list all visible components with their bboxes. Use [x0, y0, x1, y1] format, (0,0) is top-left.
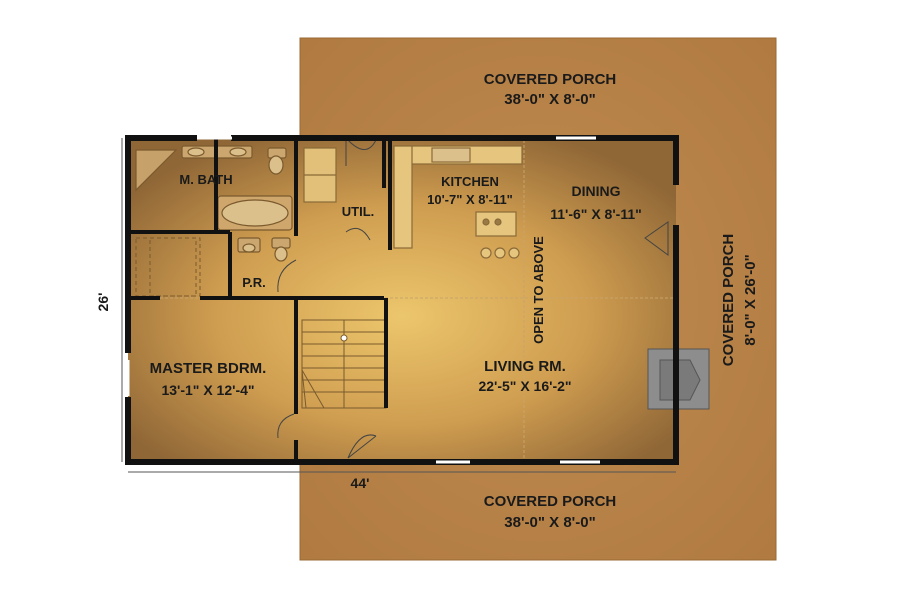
staircase — [301, 319, 387, 409]
master-bath-label: M. BATH — [179, 172, 232, 187]
master-bedroom-size: 13'-1" X 12'-4" — [161, 382, 254, 398]
dining-size: 11'-6" X 8'-11" — [550, 206, 642, 222]
top-porch-label: COVERED PORCH — [484, 71, 617, 88]
kitchen-label: KITCHEN — [441, 174, 499, 189]
bottom-porch-size: 38'-0" X 8'-0" — [504, 514, 595, 531]
depth-dimension: 26' — [95, 293, 111, 312]
open-to-above-label: OPEN TO ABOVE — [531, 236, 546, 344]
right-porch-label: COVERED PORCH — [720, 234, 737, 367]
dining-label: DINING — [572, 183, 621, 199]
living-room-label: LIVING RM. — [484, 358, 566, 375]
util-label: UTIL. — [342, 204, 375, 219]
kitchen-fixtures — [393, 145, 523, 259]
bottom-porch-label: COVERED PORCH — [484, 493, 617, 510]
width-dimension: 44' — [351, 475, 370, 491]
right-porch-size: 8'-0" X 26'-0" — [742, 254, 759, 345]
living-room-size: 22'-5" X 16'-2" — [478, 378, 571, 394]
kitchen-size: 10'-7" X 8'-11" — [427, 192, 513, 207]
master-bedroom-label: MASTER BDRM. — [150, 360, 267, 377]
top-porch-size: 38'-0" X 8'-0" — [504, 91, 595, 108]
powder-room-label: P.R. — [242, 275, 266, 290]
